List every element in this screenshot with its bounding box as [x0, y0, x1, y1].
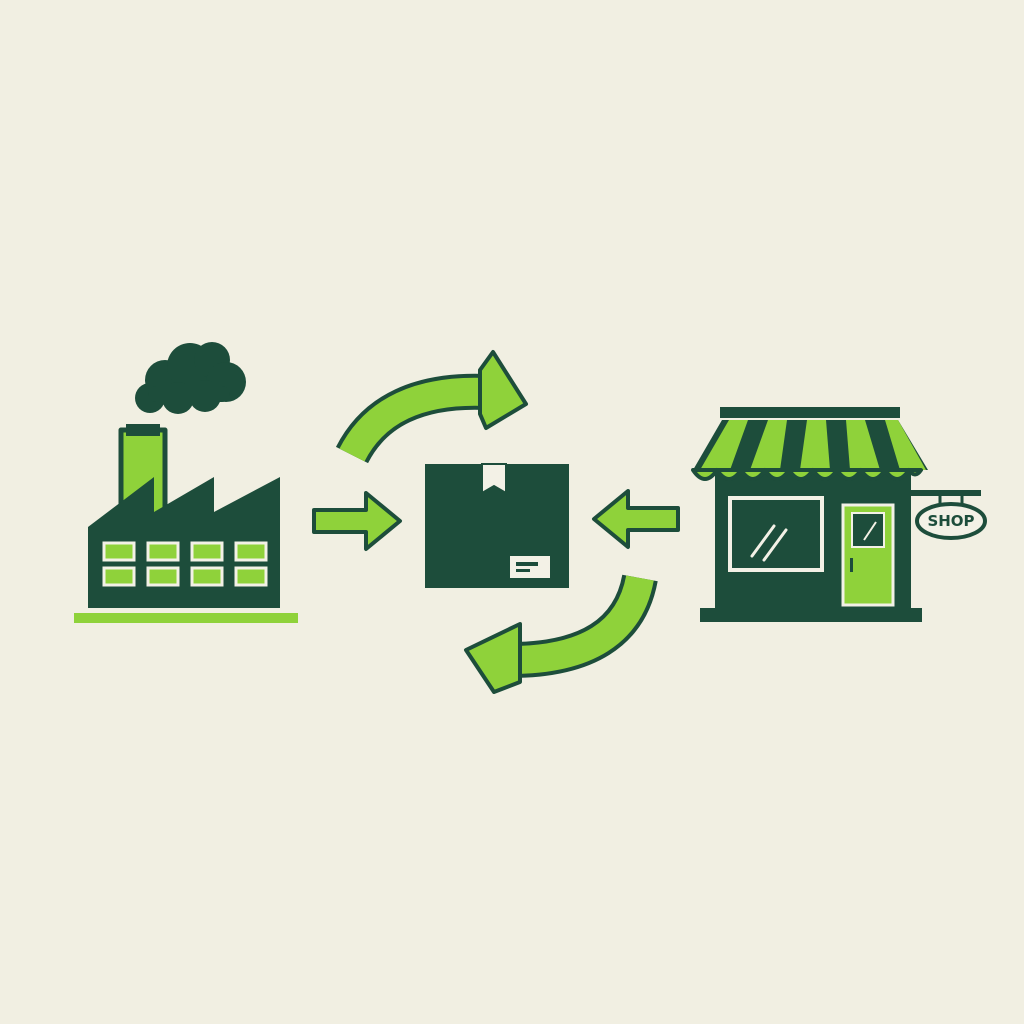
factory-icon — [74, 342, 298, 623]
factory-ground-line — [74, 613, 298, 623]
arrow-left-icon — [592, 489, 680, 549]
factory-windows — [102, 541, 268, 587]
arrow-right-icon — [312, 491, 402, 551]
smoke-cloud-icon — [135, 342, 246, 414]
box-label — [510, 556, 550, 578]
curved-arrow-bottom-icon — [464, 574, 658, 694]
curved-arrow-top-icon — [335, 350, 528, 464]
shop-door — [841, 503, 895, 607]
storefront-icon: SHOP — [691, 407, 987, 622]
roof-bar — [720, 407, 900, 418]
awning — [691, 420, 928, 481]
package-box-icon — [425, 463, 569, 588]
shop-sign-label: SHOP — [927, 512, 974, 530]
shop-window — [728, 496, 824, 572]
factory-building — [88, 477, 280, 608]
shop-sign: SHOP — [911, 490, 987, 540]
box-tape — [481, 463, 507, 495]
shop-base — [700, 608, 922, 622]
